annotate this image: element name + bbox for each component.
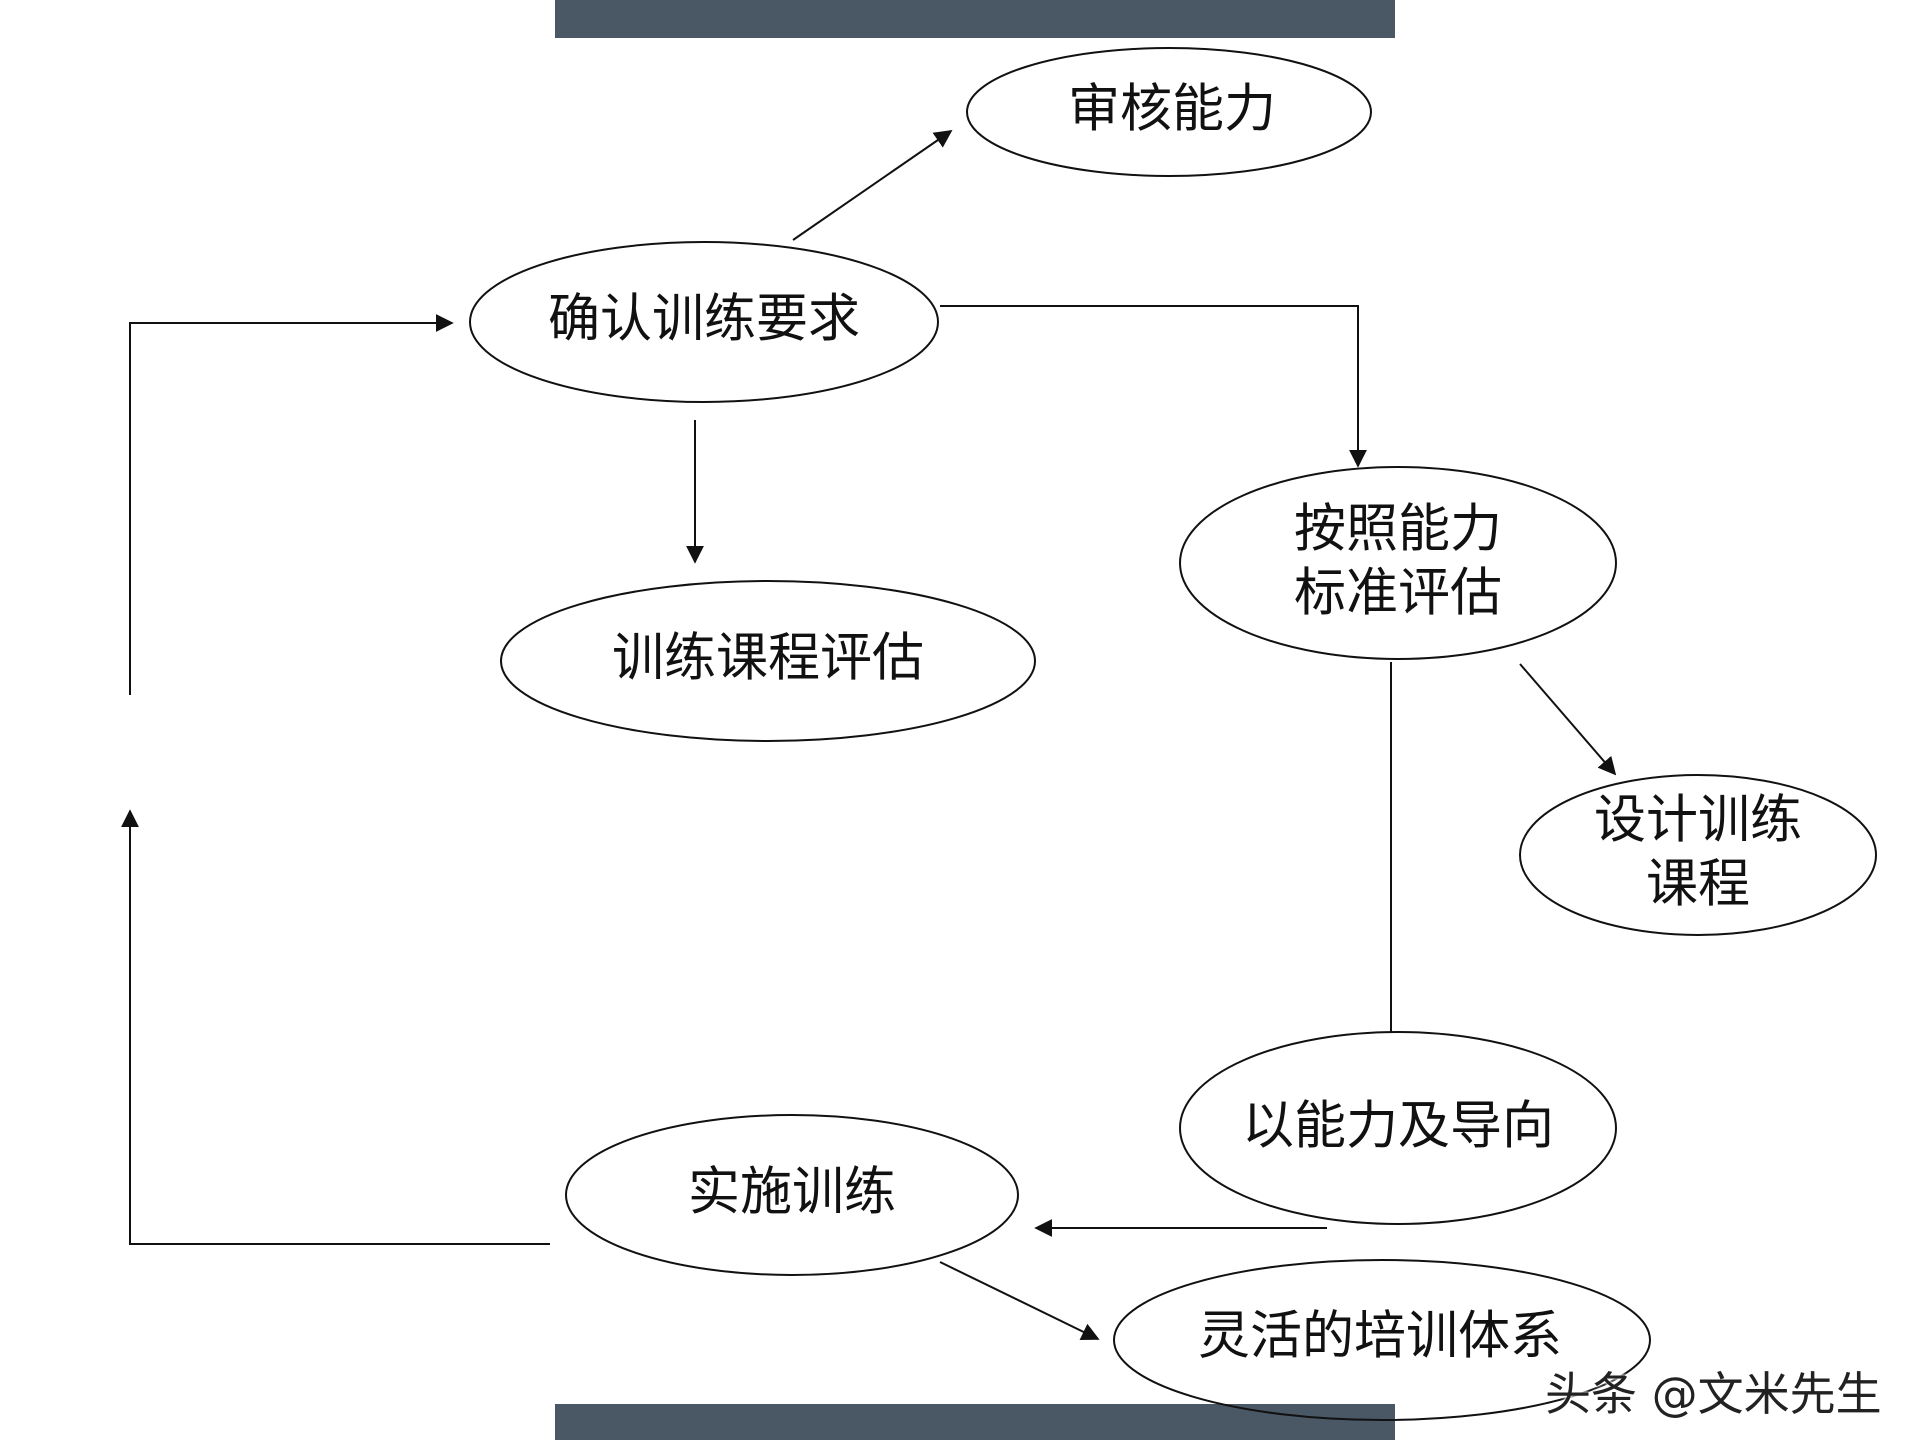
label-design-line2: 课程 bbox=[1646, 855, 1750, 915]
node-implement-training bbox=[565, 1114, 1019, 1276]
label-assess-line1: 按照能力 bbox=[1294, 500, 1502, 560]
line-implement-to-left bbox=[121, 809, 550, 1245]
node-assess-by-standard bbox=[1179, 466, 1617, 660]
node-course-evaluation bbox=[500, 580, 1036, 742]
node-flexible-system bbox=[1113, 1259, 1651, 1421]
label-course-evaluation: 训练课程评估 bbox=[612, 629, 924, 689]
label-design-line1: 设计训练 bbox=[1594, 791, 1802, 851]
arrow-assess-to-design bbox=[1519, 663, 1617, 776]
label-audit-capability: 审核能力 bbox=[1068, 80, 1276, 140]
label-flexible-system: 灵活的培训体系 bbox=[1198, 1307, 1562, 1367]
node-confirm-requirements bbox=[469, 241, 939, 403]
label-competency-oriented: 以能力及导向 bbox=[1242, 1097, 1554, 1157]
label-assess-line2: 标准评估 bbox=[1294, 564, 1502, 624]
arrow-left-to-confirm bbox=[129, 314, 454, 695]
label-confirm-requirements: 确认训练要求 bbox=[548, 290, 860, 350]
node-competency-oriented bbox=[1179, 1031, 1617, 1225]
node-audit-capability bbox=[966, 47, 1372, 177]
arrow-confirm-to-assess bbox=[940, 305, 1367, 468]
top-banner-bar bbox=[555, 0, 1395, 38]
arrow-confirm-to-audit bbox=[792, 129, 953, 241]
node-design-course bbox=[1519, 774, 1877, 936]
label-implement-training: 实施训练 bbox=[688, 1163, 896, 1223]
arrow-implement-to-flexible bbox=[939, 1261, 1100, 1340]
watermark-text: 头条 @文米先生 bbox=[1545, 1367, 1882, 1421]
